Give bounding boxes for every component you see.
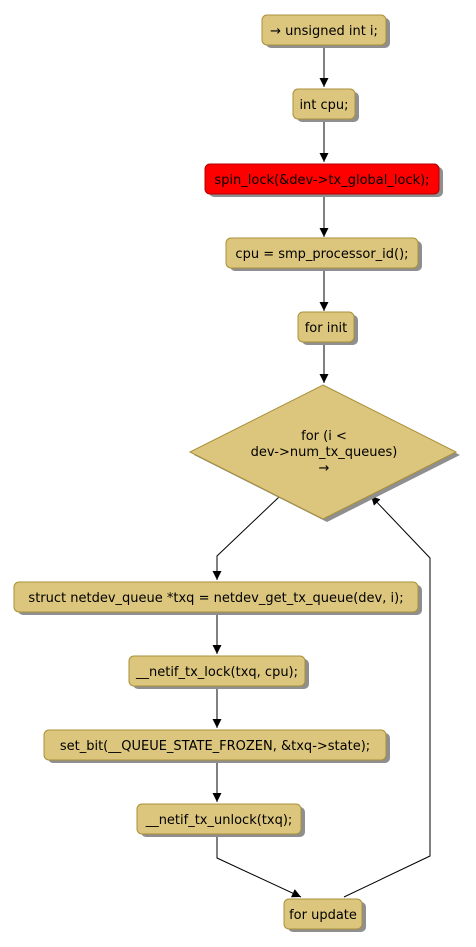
node-box (283, 898, 363, 930)
node-label: set_bit(__QUEUE_STATE_FROZEN, &txq->stat… (60, 739, 370, 754)
node-start: → unsigned int i; (261, 14, 390, 48)
node-label: cpu = smp_processor_id(); (235, 247, 408, 262)
node-box (261, 14, 387, 46)
node-box (225, 237, 419, 269)
node-tx-lock: __netif_tx_lock(txq, cpu); (128, 655, 309, 689)
node-label: for update (289, 908, 357, 923)
node-int-cpu: int cpu; (292, 88, 359, 122)
node-box (43, 729, 387, 761)
node-label-line2: dev->num_tx_queues) (251, 445, 398, 460)
node-tx-unlock: __netif_tx_unlock(txq); (136, 803, 305, 837)
node-box (297, 311, 355, 343)
node-label: → unsigned int i; (270, 24, 378, 39)
node-label: struct netdev_queue *txq = netdev_get_tx… (28, 591, 403, 606)
edge-for-update-loop-back (343, 495, 431, 898)
node-box (292, 88, 356, 120)
node-label: __netif_tx_unlock(txq); (145, 813, 293, 828)
node-spin-lock: spin_lock(&dev->tx_global_lock); (204, 163, 443, 197)
node-set-bit: set_bit(__QUEUE_STATE_FROZEN, &txq->stat… (43, 729, 390, 763)
node-box (128, 655, 306, 687)
node-box (13, 581, 419, 613)
node-label: __netif_tx_lock(txq, cpu); (135, 665, 298, 680)
edges (212, 46, 431, 898)
node-label-line3: → (319, 461, 330, 476)
node-txq-decl: struct netdev_queue *txq = netdev_get_tx… (13, 581, 422, 615)
node-box (204, 163, 440, 195)
edge-tx-unlock-to-for-update (216, 834, 302, 898)
node-label: spin_lock(&dev->tx_global_lock); (214, 173, 429, 188)
node-label-line1: for (i < (301, 429, 347, 444)
node-loop-condition: for (i < dev->num_tx_queues) → (188, 384, 460, 522)
node-label: for init (305, 321, 348, 336)
node-cpu-assign: cpu = smp_processor_id(); (225, 237, 422, 271)
node-for-update: for update (283, 898, 366, 932)
edge-loop-condition-to-txq-decl (212, 496, 280, 580)
node-for-init: for init (297, 311, 358, 345)
node-label: int cpu; (299, 98, 348, 113)
node-box (136, 803, 302, 835)
node-diamond (188, 384, 458, 520)
